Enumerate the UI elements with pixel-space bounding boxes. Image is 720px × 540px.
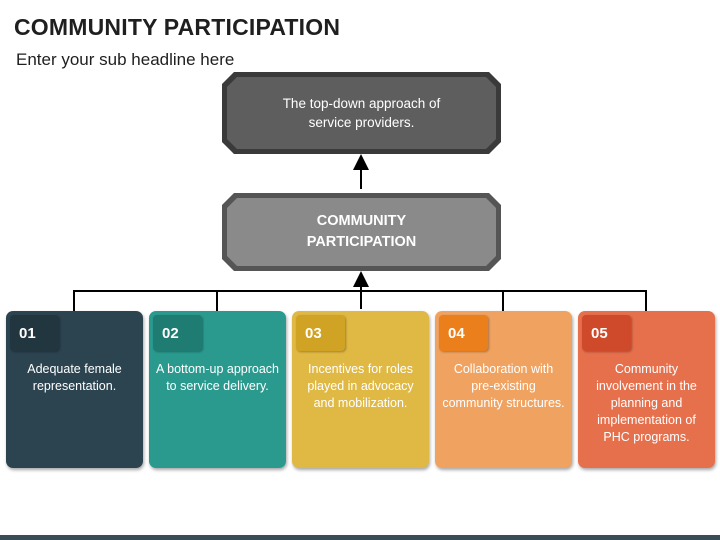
- card-02: 02 A bottom-up approach to service deliv…: [149, 311, 286, 468]
- card-number-badge: 05: [582, 315, 631, 351]
- card-text: Collaboration with pre-existing communit…: [442, 362, 565, 410]
- card-text: Community involvement in the planning an…: [596, 362, 697, 444]
- page-subtitle: Enter your sub headline here: [16, 50, 235, 69]
- page-title: COMMUNITY PARTICIPATION: [14, 14, 341, 40]
- card-text: Incentives for roles played in advocacy …: [307, 362, 414, 410]
- card-text: Adequate female representation.: [27, 362, 122, 393]
- card-number-badge: 03: [296, 315, 345, 351]
- card-03: 03 Incentives for roles played in advoca…: [292, 311, 429, 468]
- card-01: 01 Adequate female representation.: [6, 311, 143, 468]
- footer-bar: [0, 535, 720, 540]
- card-05: 05 Community involvement in the planning…: [578, 311, 715, 468]
- card-number-badge: 04: [439, 315, 488, 351]
- card-04: 04 Collaboration with pre-existing commu…: [435, 311, 572, 468]
- center-box-text: COMMUNITY PARTICIPATION: [306, 213, 417, 250]
- card-number-badge: 02: [153, 315, 202, 351]
- top-down-approach-box: The top-down approach of service provide…: [222, 72, 501, 154]
- card-text: A bottom-up approach to service delivery…: [156, 362, 279, 393]
- top-box-text: The top-down approach of service provide…: [282, 96, 441, 130]
- card-number-badge: 01: [10, 315, 59, 351]
- community-participation-box: COMMUNITY PARTICIPATION: [222, 193, 501, 271]
